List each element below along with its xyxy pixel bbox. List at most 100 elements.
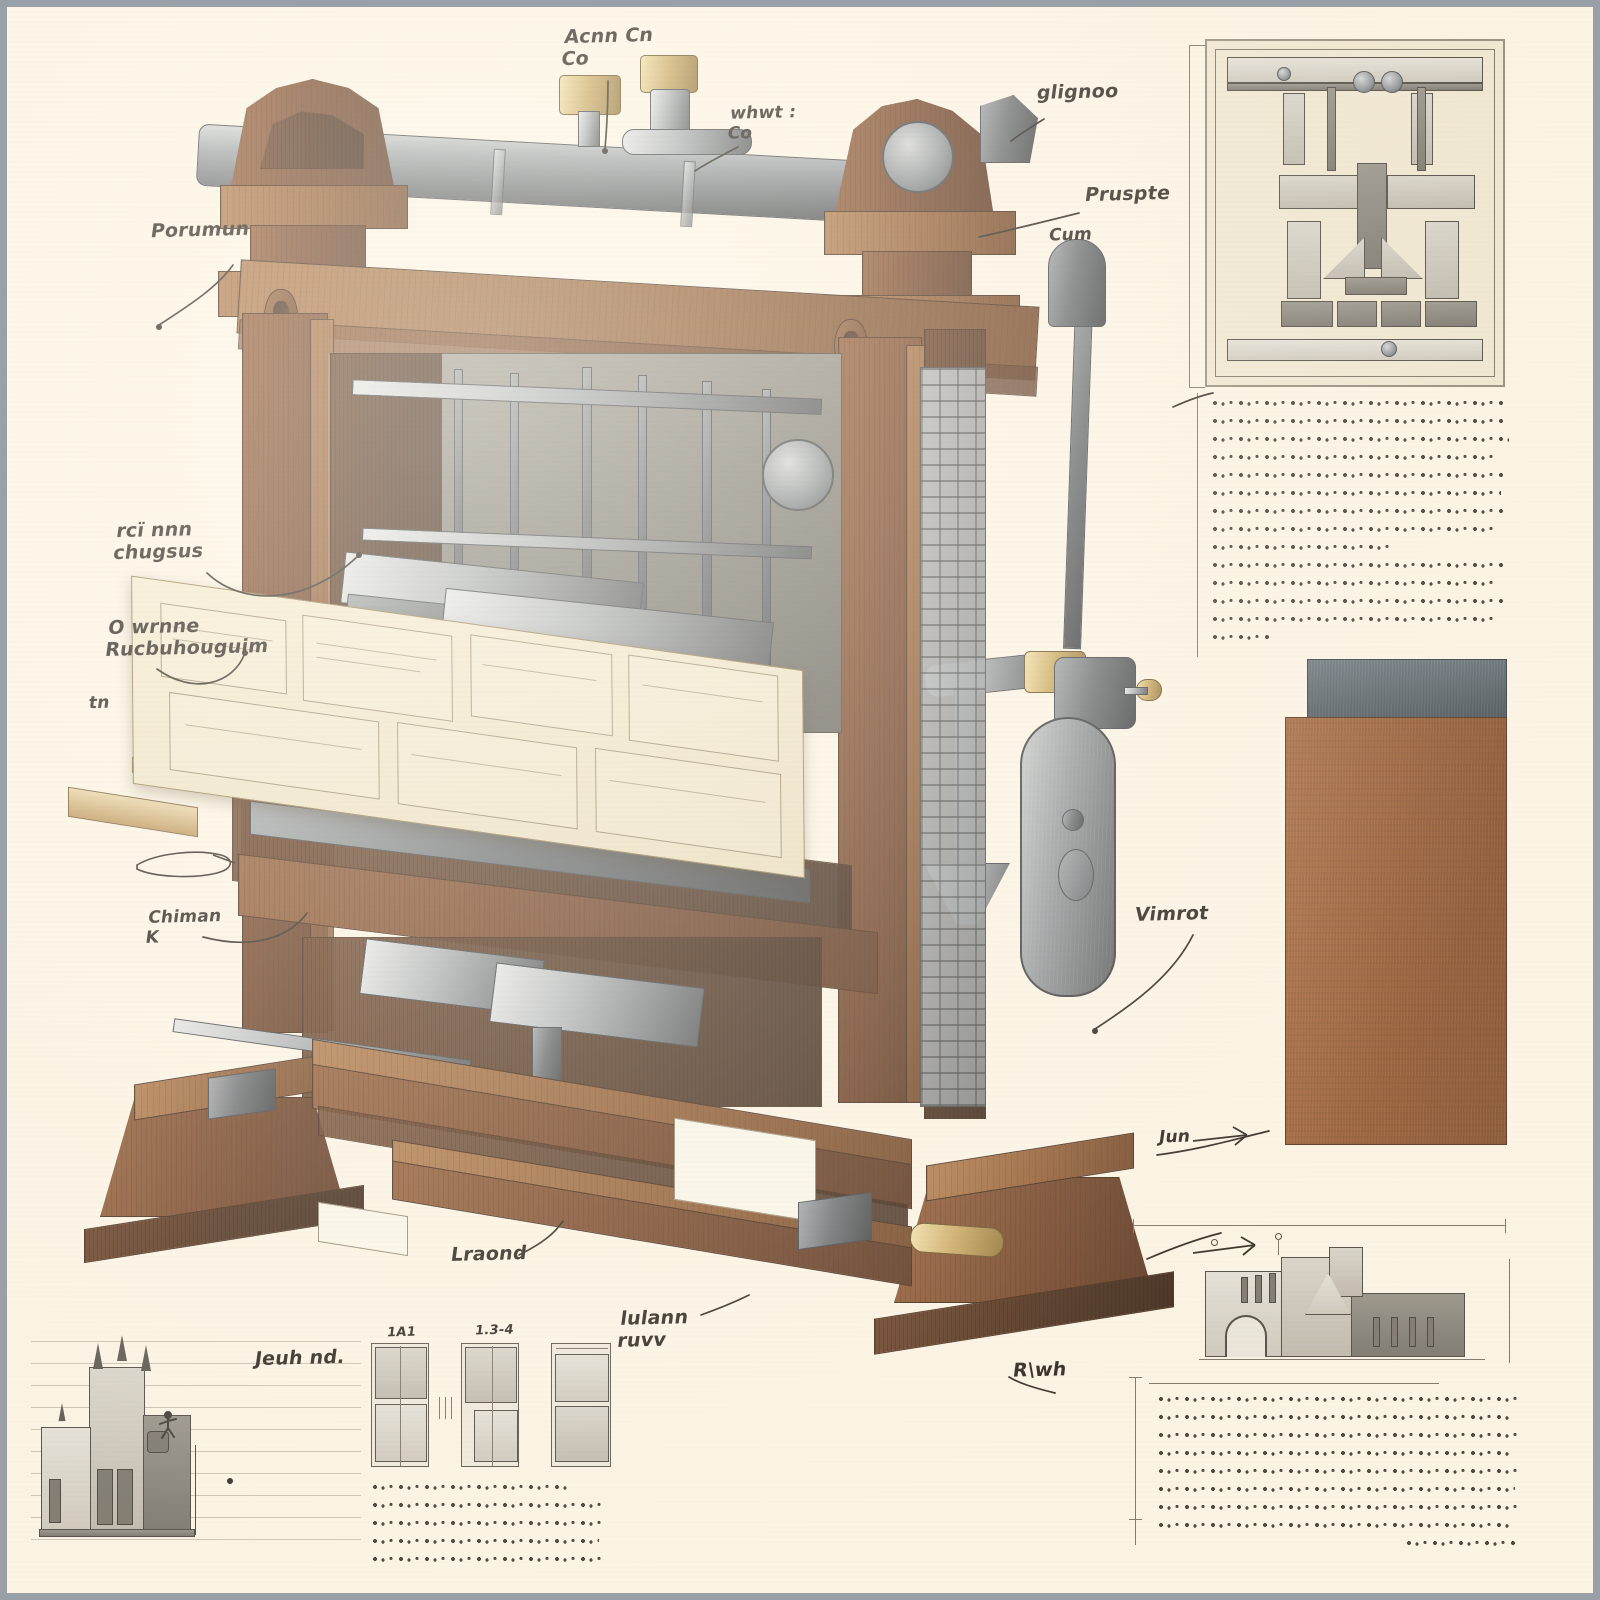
elevation-scroll-right [1381,71,1403,93]
callout-upper-right-arm: glignoo [1035,80,1120,104]
detail-tick-c [451,1397,452,1419]
elevation-dim-left [1189,45,1190,387]
hw-line [371,1501,607,1510]
inset-elevation-top-right [1189,39,1505,388]
callout-flywheel-guard: Vimrot [1133,902,1211,926]
detail-panel-1-lower [375,1404,427,1462]
sheet-block-4 [628,654,779,762]
elevation-band-left [1279,175,1365,209]
detail-panel-2-lower [474,1410,518,1462]
perspective-window-4 [1373,1317,1380,1347]
elevation-tower-left [1287,221,1321,299]
facade-pointer-vertical [195,1445,196,1535]
hw-line [1211,453,1499,462]
perspective-dim-top [1133,1225,1505,1226]
callout-tool-sketch: Chiman K [144,906,223,948]
facade-window-3 [49,1479,61,1523]
crown-gear-right [882,121,954,193]
hw-line [1405,1539,1515,1548]
elevation-inner-border [1215,49,1495,377]
elevation-dim-top [1189,45,1205,46]
perspective-groundline [1199,1359,1485,1360]
callout-detail-row: Jeuh nd. [253,1345,347,1371]
inset-perspective-bottom-right [1115,1219,1515,1375]
callout-left-column-cap: Porumun [149,217,251,243]
hw-line [1211,561,1503,570]
callout-swatch-pointer: Jun [1157,1126,1192,1148]
callout-foot-right: R\wh [1011,1358,1069,1382]
hw-line [1157,1413,1513,1422]
elevation-scroll-left [1353,71,1375,93]
hw-line [1157,1449,1509,1458]
swatch-walnut-stock [1285,717,1507,1145]
callout-carriage: rcï nnn chugsus [111,518,205,565]
bottom-notes-tick-bottom [1129,1519,1142,1520]
detail-tick-b [445,1397,446,1419]
detail-panel-1 [371,1343,429,1467]
perspective-finial-stem [1278,1239,1279,1255]
inset-material-swatch [1285,659,1509,1151]
elevation-frieze-2 [1337,301,1377,327]
hw-line [1211,471,1507,480]
perspective-window-3 [1269,1273,1276,1303]
sheet-block-5 [169,691,380,800]
elevation-colonnette-right [1417,87,1426,171]
hw-line [1157,1395,1519,1404]
hw-line [1211,615,1493,624]
perspective-window-2 [1255,1275,1262,1303]
detached-rail-piece [68,786,198,838]
hw-line [1211,417,1503,426]
detail-panels-caption [371,1483,607,1573]
elevation-pier-left [1283,93,1305,165]
elevation-colonnette-left [1327,87,1336,171]
ruled-line [31,1517,361,1518]
perspective-dim-right [1509,1259,1510,1363]
perspective-arch [1225,1315,1267,1357]
crank-handle-rod [1124,687,1148,695]
brass-valve-cap-left [559,75,621,115]
detail-panel-3-lower [555,1406,609,1462]
loose-sheet [318,1201,408,1257]
brass-valve-cap-right [640,55,698,93]
elevation-base [1227,339,1483,361]
facade-pointer-dot [227,1478,233,1484]
elevation-frieze-4 [1425,301,1477,327]
hw-line [1211,597,1507,606]
sheet-block-7 [595,747,782,859]
hw-line [1211,633,1273,642]
elevation-frieze-1 [1281,301,1333,327]
facade-spire-left [93,1343,103,1369]
callout-mechanism-bed: O wrnne Rucbuhouguim [103,614,270,662]
hw-line [371,1537,599,1546]
detail-tick-a [439,1397,440,1419]
column-neck-right [862,251,972,299]
swatch-slate-plate [1307,659,1507,721]
flywheel-guard-boss [1062,809,1084,831]
ruled-line [31,1473,361,1474]
ruled-line [31,1539,361,1540]
cylinder-band-b [490,148,506,216]
elevation-band-right [1387,175,1475,209]
detail-panel-2-tag: 1.3-4 [473,1322,515,1339]
elevation-base-boss [1381,341,1397,357]
perspective-dim-tick-left [1133,1219,1134,1233]
elevation-tower-right [1425,221,1459,299]
callout-bed-frame: Lraond [449,1242,529,1266]
hw-line [1211,543,1389,552]
inset-detail-panels: 1A1 1.3-4 [369,1323,635,1565]
crown-flag-right [980,95,1038,163]
inset-notes-bottom-right [1129,1377,1523,1565]
perspective-window-5 [1391,1317,1398,1347]
ruled-line [31,1407,361,1408]
perspective-finial-left [1211,1239,1218,1246]
medallion-gear [762,439,834,511]
detail-panel-2 [461,1343,519,1467]
detail-panel-1-upper [375,1347,427,1399]
detail-panel-3-upper [555,1354,609,1402]
hw-line [1211,435,1509,444]
column-cap-right [824,211,1016,255]
ruled-line [31,1429,361,1430]
hw-line [371,1555,605,1564]
ruled-line [31,1363,361,1364]
